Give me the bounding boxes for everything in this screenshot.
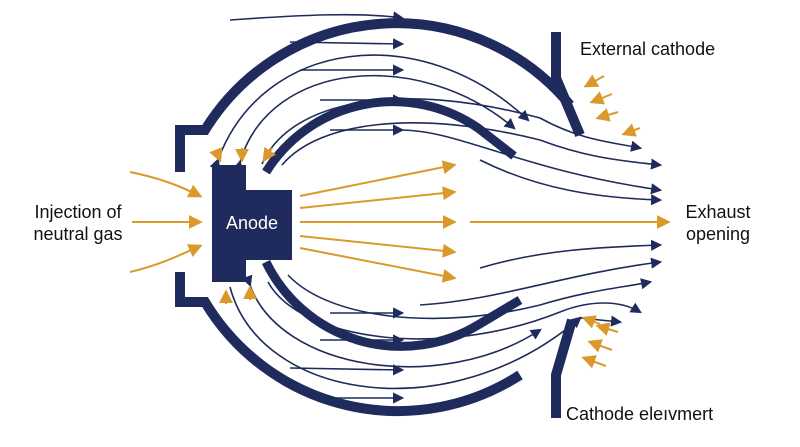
inner-sheath xyxy=(261,97,523,351)
exhaust-label-line1: Exhaust xyxy=(685,202,751,222)
external-cathode xyxy=(551,32,585,137)
external-cathode-label: External cathode xyxy=(580,39,716,59)
outer-shell xyxy=(175,18,577,418)
exhaust-label-line2: opening xyxy=(685,224,751,244)
cathode-electron-arrows xyxy=(581,74,641,369)
ion-jet-arrows xyxy=(299,160,671,283)
injection-label: Injection of neutral gas xyxy=(28,201,128,245)
injection-label-line1: Injection of xyxy=(34,202,122,222)
gas-injection-arrows xyxy=(129,146,277,304)
anode-block xyxy=(212,165,292,282)
injection-label-line2: neutral gas xyxy=(33,224,123,244)
cathode-element-label: Cathode eleıvmert xyxy=(566,404,714,424)
plasma-flow-lines xyxy=(209,11,663,404)
exhaust-label: Exhaust opening xyxy=(672,201,764,245)
anode-label: Anode xyxy=(225,213,279,233)
